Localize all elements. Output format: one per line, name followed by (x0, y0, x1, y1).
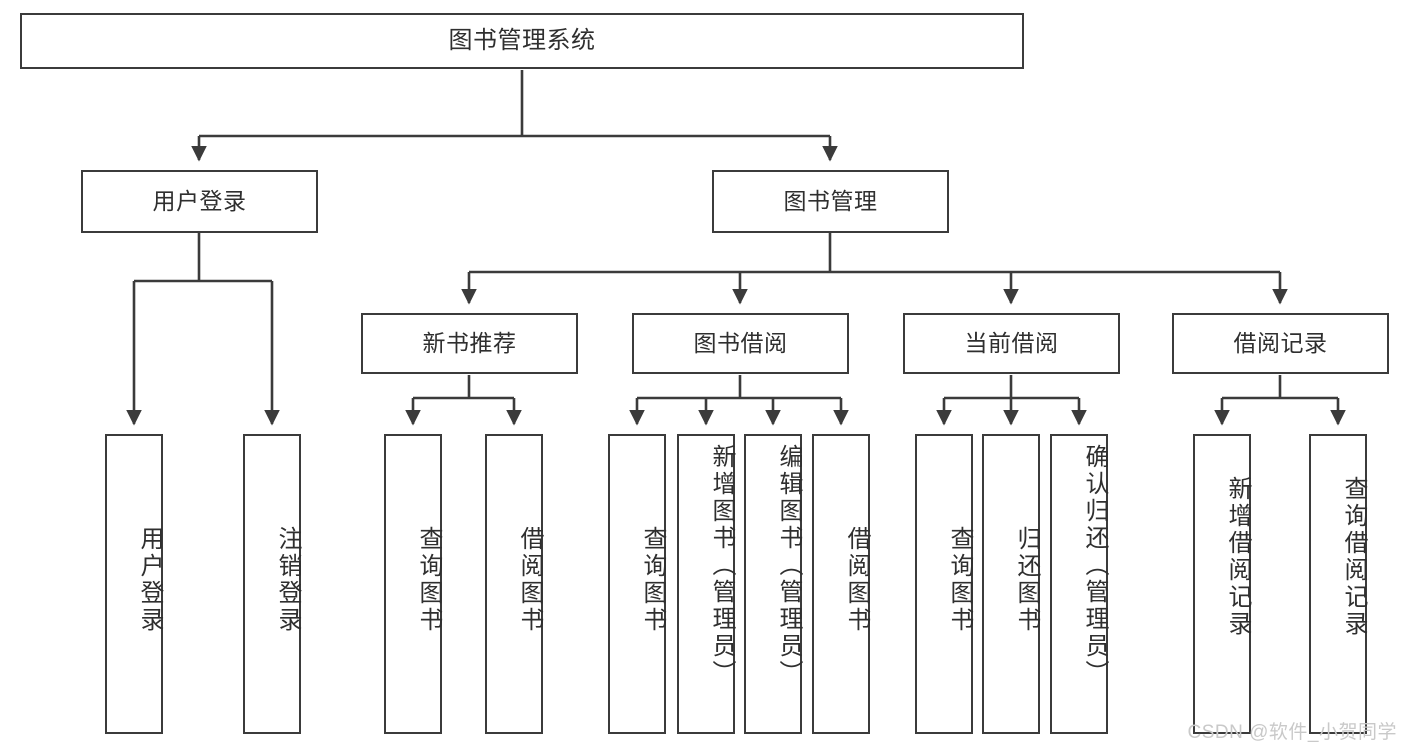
node-label: 查询图书 (639, 526, 666, 634)
node-label: 归还图书 (1013, 526, 1040, 634)
node-label: 编辑图书（管理员） (775, 444, 802, 687)
node-label: 图书管理 (783, 188, 878, 215)
node-label: 用户登录 (152, 188, 247, 215)
node-book-management[interactable]: 图书管理 (712, 170, 949, 233)
leaf-current-borrow-confirm-return[interactable]: 确认归还（管理员） (1050, 434, 1108, 734)
node-label: 注销登录 (274, 526, 301, 634)
leaf-user-login-login[interactable]: 用户登录 (105, 434, 163, 734)
node-label: 图书借阅 (693, 330, 788, 357)
node-label: 用户登录 (136, 526, 163, 634)
node-label: 借阅图书 (843, 526, 870, 634)
leaf-current-borrow-return[interactable]: 归还图书 (982, 434, 1040, 734)
node-user-login[interactable]: 用户登录 (81, 170, 318, 233)
node-label: 借阅图书 (516, 526, 543, 634)
leaf-book-borrow-borrow[interactable]: 借阅图书 (812, 434, 870, 734)
leaf-new-book-borrow[interactable]: 借阅图书 (485, 434, 543, 734)
leaf-book-borrow-add[interactable]: 新增图书（管理员） (677, 434, 735, 734)
node-new-book-recommend[interactable]: 新书推荐 (361, 313, 578, 374)
node-label: 确认归还（管理员） (1081, 444, 1108, 687)
node-label: 当前借阅 (964, 330, 1059, 357)
leaf-borrow-record-add[interactable]: 新增借阅记录 (1193, 434, 1251, 734)
node-label: 新增图书（管理员） (708, 444, 735, 687)
leaf-new-book-query[interactable]: 查询图书 (384, 434, 442, 734)
node-current-borrow[interactable]: 当前借阅 (903, 313, 1120, 374)
leaf-book-borrow-query[interactable]: 查询图书 (608, 434, 666, 734)
watermark-text: CSDN @软件_小贺同学 (1187, 722, 1397, 743)
node-label: 查询借阅记录 (1340, 476, 1367, 638)
node-label: 查询图书 (946, 526, 973, 634)
leaf-book-borrow-edit[interactable]: 编辑图书（管理员） (744, 434, 802, 734)
node-root-system[interactable]: 图书管理系统 (20, 13, 1024, 69)
leaf-current-borrow-query[interactable]: 查询图书 (915, 434, 973, 734)
node-label: 新增借阅记录 (1224, 476, 1251, 638)
node-label: 新书推荐 (422, 330, 517, 357)
node-label: 借阅记录 (1233, 330, 1328, 357)
leaf-user-login-logout[interactable]: 注销登录 (243, 434, 301, 734)
node-borrow-record[interactable]: 借阅记录 (1172, 313, 1389, 374)
node-label: 查询图书 (415, 526, 442, 634)
node-label: 图书管理系统 (448, 27, 596, 55)
node-book-borrow[interactable]: 图书借阅 (632, 313, 849, 374)
leaf-borrow-record-query[interactable]: 查询借阅记录 (1309, 434, 1367, 734)
